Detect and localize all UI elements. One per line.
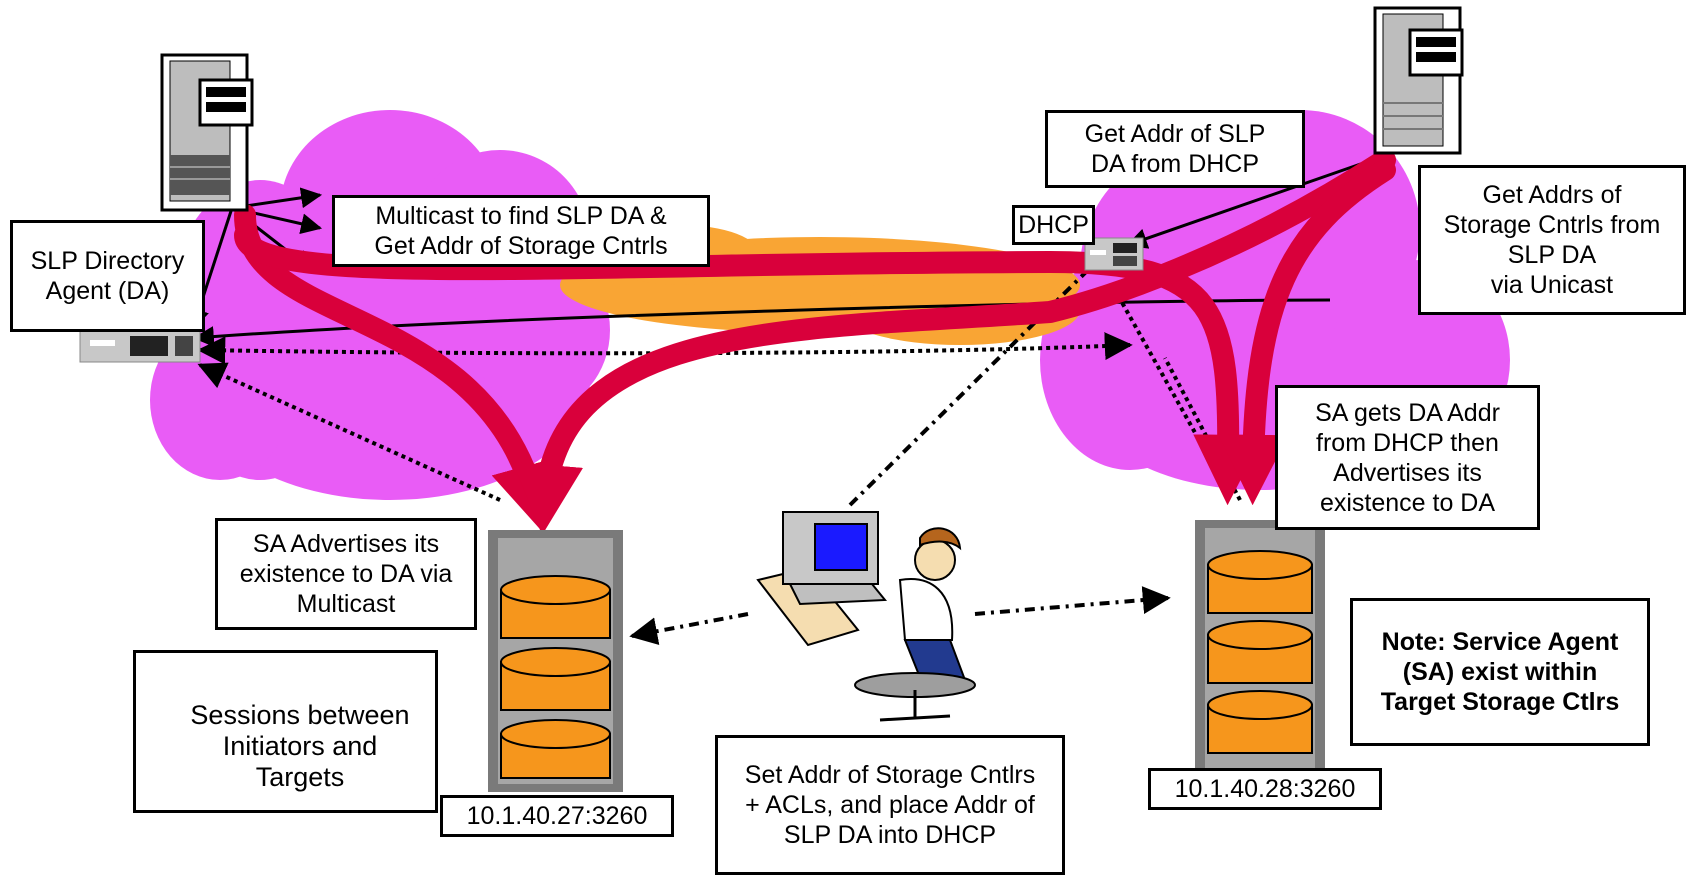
server-tower-icon <box>160 53 254 212</box>
set-addr-line-3: SLP DA into DHCP <box>783 821 997 849</box>
sa-gets-line-1: SA gets DA Addr <box>1315 398 1500 427</box>
set-addr-line-2: + ACLs, and place Addr of <box>745 791 1035 819</box>
sa-gets-line-3: Advertises its <box>1333 458 1482 487</box>
legend-sessions-label: Sessions between Initiators and Targets <box>150 700 450 793</box>
sa-gets-line-2: from DHCP then <box>1316 428 1499 457</box>
addr-right-text: 10.1.40.28:3260 <box>1174 775 1356 803</box>
legend-line-1: Sessions between <box>190 700 410 730</box>
addr-left-text: 10.1.40.27:3260 <box>466 802 648 830</box>
note-line-1: Note: Service Agent <box>1381 628 1619 656</box>
legend-box <box>133 650 438 813</box>
storage-controller-icon <box>1195 520 1325 775</box>
storage-controller-icon <box>488 530 623 792</box>
get-addrs-line-1: Get Addrs of <box>1482 181 1622 209</box>
slp-da-line-1: SLP Directory <box>30 247 185 275</box>
multicast-find-label: Multicast to find SLP DA & Get Addr of S… <box>332 195 710 267</box>
rack-server-icon <box>79 329 201 363</box>
get-addrs-line-3: SLP DA <box>1507 241 1597 269</box>
set-addr-label: Set Addr of Storage Cntlrs + ACLs, and p… <box>715 735 1065 875</box>
get-addr-line-1: Get Addr of SLP <box>1084 120 1266 148</box>
right-storage-address: 10.1.40.28:3260 <box>1148 768 1382 810</box>
note-line-3: Target Storage Ctlrs <box>1380 688 1620 716</box>
get-addrs-line-2: Storage Cntrls from <box>1443 211 1661 239</box>
dhcp-label: DHCP <box>1012 205 1095 245</box>
service-agent-note: Note: Service Agent (SA) exist within Ta… <box>1350 598 1650 746</box>
set-addr-line-1: Set Addr of Storage Cntlrs <box>744 761 1036 789</box>
sa-advertises-label: SA Advertises its existence to DA via Mu… <box>215 518 477 630</box>
get-addr-dhcp-label: Get Addr of SLP DA from DHCP <box>1045 110 1305 188</box>
sa-gets-da-label: SA gets DA Addr from DHCP then Advertise… <box>1275 385 1540 530</box>
sa-adv-line-1: SA Advertises its <box>252 530 440 558</box>
sa-adv-line-2: existence to DA via <box>239 560 453 588</box>
left-storage-address: 10.1.40.27:3260 <box>440 795 674 837</box>
server-tower-icon <box>1373 6 1464 155</box>
dhcp-text: DHCP <box>1018 211 1089 239</box>
multicast-line-2: Get Addr of Storage Cntrls <box>374 232 668 260</box>
legend-line-2: Initiators and <box>222 731 378 761</box>
get-addrs-line-4: via Unicast <box>1490 271 1614 299</box>
multicast-line-1: Multicast to find SLP DA & <box>375 202 667 230</box>
admin-workstation-icon <box>756 511 976 722</box>
slp-directory-agent-label: SLP Directory Agent (DA) <box>10 220 205 332</box>
note-line-2: (SA) exist within <box>1402 658 1598 686</box>
slp-da-line-2: Agent (DA) <box>45 277 170 305</box>
session-arrows <box>234 149 1396 536</box>
legend-line-3: Targets <box>255 762 345 792</box>
sa-adv-line-3: Multicast <box>296 590 396 618</box>
get-addr-line-2: DA from DHCP <box>1090 150 1260 178</box>
get-addrs-storage-label: Get Addrs of Storage Cntrls from SLP DA … <box>1418 165 1686 315</box>
dhcp-server-icon <box>1084 237 1144 271</box>
sa-gets-line-4: existence to DA <box>1319 488 1496 517</box>
